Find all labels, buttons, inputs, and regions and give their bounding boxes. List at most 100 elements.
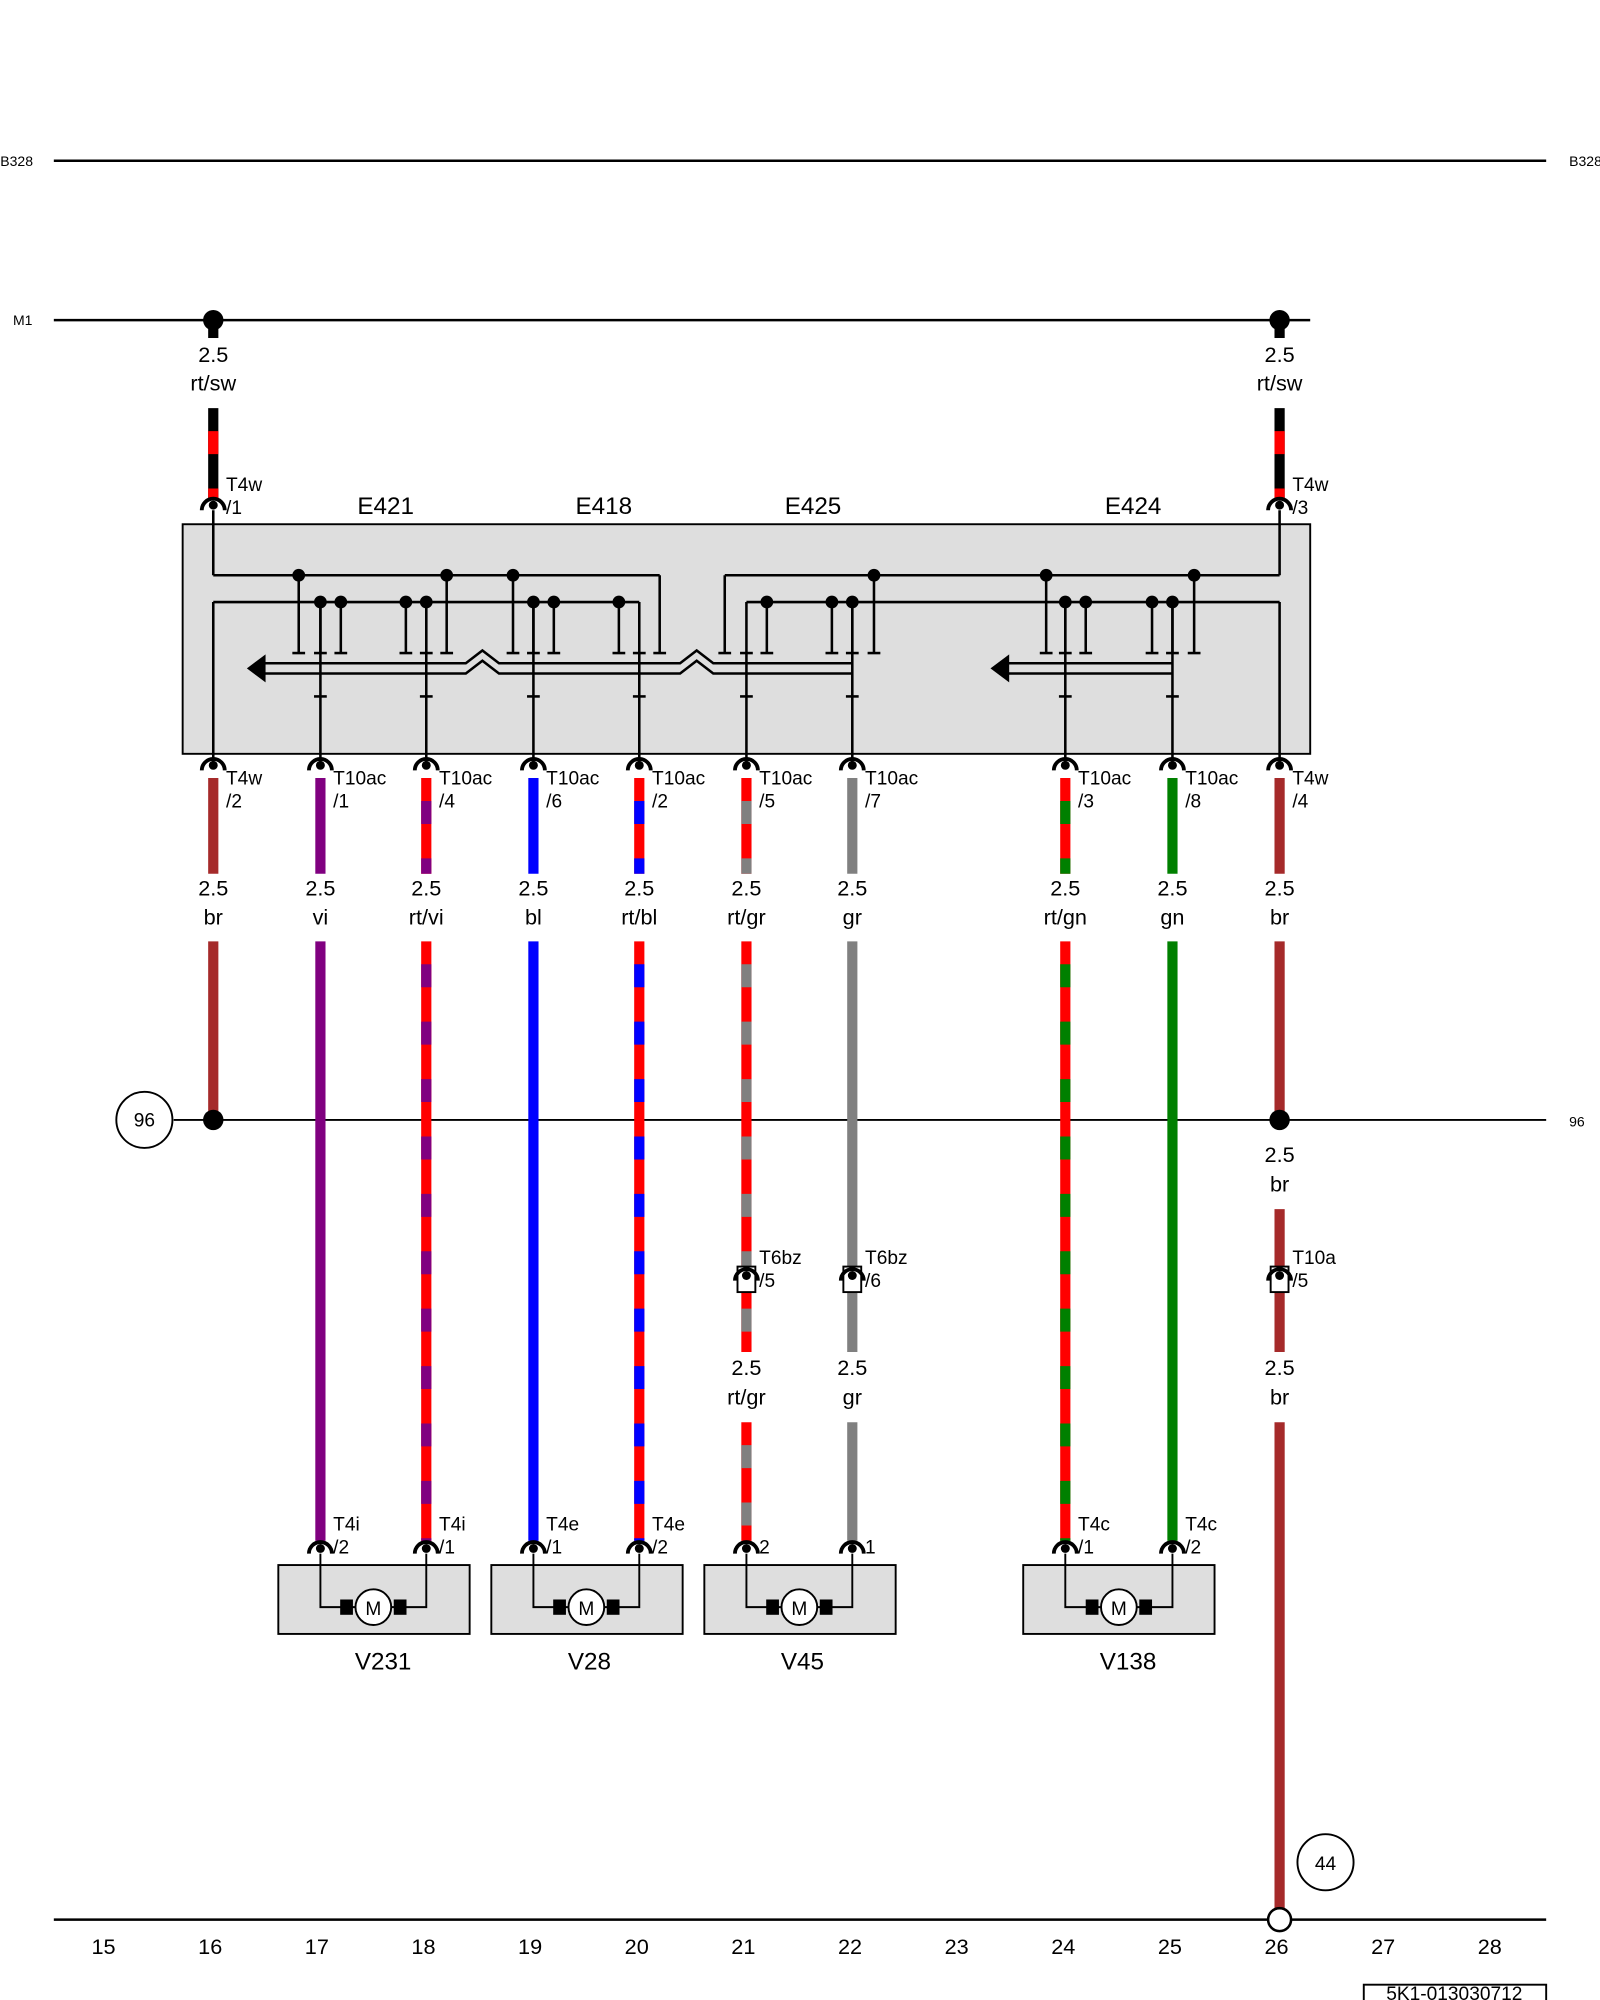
connector-label: T10ac: [1185, 768, 1239, 789]
connector-pin-label: /8: [1185, 791, 1201, 812]
connector-pin-label: /1: [1078, 1538, 1094, 1559]
connector-pin-icon: [1051, 1540, 1079, 1554]
wire-color-label: gr: [843, 905, 862, 930]
connector-pin-icon-dot: [421, 1544, 431, 1553]
wire-size-label: 2.5: [1157, 875, 1187, 900]
ref-circle-44: [1296, 1833, 1355, 1892]
connector-pin-label: /6: [546, 791, 562, 812]
junction-dot: [203, 1109, 224, 1131]
component-label-e421: E421: [357, 493, 414, 520]
connector-pin-icon: [1266, 496, 1293, 511]
wire-size-label: 2.5: [411, 875, 441, 900]
connector-label: T4c: [1185, 1515, 1217, 1536]
connector-pin-icon: [412, 757, 440, 771]
connector-pin-icon-dot: [528, 1544, 538, 1553]
bus-node: [506, 568, 520, 582]
connector-pin-label: /5: [1292, 1271, 1308, 1292]
connector-pin-label: /3: [1078, 791, 1094, 812]
connector-label: T4w: [226, 768, 262, 789]
rail-m1-label: M1: [13, 312, 33, 328]
connector-pin-label: /3: [1292, 498, 1308, 519]
connector-pin-label: /1: [439, 1538, 455, 1559]
wire-size-label: 2.5: [198, 875, 228, 900]
connector-label: T4w: [1292, 768, 1328, 789]
wire-color-label: rt/vi: [409, 905, 444, 930]
actuator-arrow-icon: [990, 654, 1010, 683]
connector-pin-label: /6: [865, 1271, 881, 1292]
grid-number: 16: [198, 1934, 222, 1959]
motor-name: V138: [1100, 1649, 1157, 1676]
bus-node: [1187, 568, 1201, 582]
motor-symbol: M: [365, 1599, 381, 1620]
connector-label: T10ac: [546, 768, 600, 789]
connector-label: T6bz: [865, 1248, 908, 1269]
connector-label: T10ac: [652, 768, 706, 789]
wire-color-label: rt/gr: [727, 1384, 766, 1409]
connector-pin-icon-dot: [1275, 760, 1285, 770]
connector-pin-icon: [199, 496, 227, 511]
wire-size-label: 2.5: [837, 875, 867, 900]
motor-icon: [354, 1588, 393, 1626]
connector-label: T4w: [1292, 475, 1328, 496]
connector-label: T6bz: [759, 1248, 802, 1269]
connector-pin-label: /2: [652, 1538, 668, 1559]
connector-pin-icon-dot: [1167, 760, 1177, 770]
m1-junction-stem: [1274, 320, 1285, 339]
connector-pin-label: /2: [333, 1538, 349, 1559]
grid-number: 24: [1051, 1934, 1075, 1959]
motor-brush-icon: [553, 1599, 566, 1615]
motor-brush-icon: [1085, 1599, 1099, 1615]
connector-pin-icon: [1051, 757, 1079, 771]
wire-color-label: br: [1270, 1384, 1289, 1409]
connector-pin-icon: [838, 1267, 866, 1281]
connector-pin-label: /2: [226, 791, 242, 812]
connector-label: T10a: [1292, 1248, 1336, 1269]
connector-pin-icon: [733, 757, 760, 771]
grid-number: 28: [1478, 1934, 1502, 1959]
ref-44-label: 44: [1315, 1854, 1337, 1875]
connector-pin-label: /5: [759, 791, 775, 812]
bus-node: [440, 568, 454, 582]
grid-number: 15: [92, 1934, 116, 1959]
connector-pin-label: /4: [439, 791, 455, 812]
motor-brush-icon: [606, 1599, 620, 1615]
connector-pin-icon-dot: [1275, 1271, 1285, 1280]
connector-pin-label: /1: [546, 1538, 562, 1559]
connector-pin-icon: [625, 1540, 653, 1554]
connector-pin-label: /2: [652, 791, 668, 812]
bus-node: [334, 595, 348, 609]
connector-pin-icon-dot: [847, 1544, 857, 1553]
connector-pin-icon-dot: [208, 760, 218, 770]
connector-pin-icon-dot: [847, 1271, 857, 1280]
connector-pin-icon: [733, 1540, 760, 1554]
connector-pin-label: /1: [226, 498, 242, 519]
grid-number: 17: [305, 1934, 329, 1959]
connector-pin-icon-dot: [1060, 760, 1070, 770]
motor-symbol: M: [578, 1599, 594, 1620]
connector-pin-label: 2: [759, 1538, 770, 1559]
wire-color-label: vi: [313, 905, 329, 930]
wire-size-label: 2.5: [1265, 342, 1295, 367]
connector-pin-icon: [520, 757, 547, 771]
wire-color-label: rt/gn: [1044, 905, 1087, 930]
bus-node: [1039, 568, 1053, 582]
connector-label: T10ac: [1078, 768, 1132, 789]
actuator-arrow-icon: [246, 654, 266, 683]
bus-node: [399, 595, 413, 609]
connector-pin-icon: [733, 1267, 760, 1281]
connector-pin-icon: [307, 1540, 334, 1554]
motor-name: V45: [781, 1649, 824, 1676]
wire-size-label: 2.5: [1050, 875, 1080, 900]
connector-pin-icon-dot: [741, 1544, 751, 1553]
bus-node: [867, 568, 881, 582]
bus-node: [612, 595, 626, 609]
ref-circle-96: [115, 1090, 174, 1149]
grid-number: 22: [838, 1934, 862, 1959]
wire-size-label: 2.5: [198, 342, 228, 367]
bus-node: [1079, 595, 1093, 609]
motor-name: V231: [355, 1649, 412, 1676]
connector-pin-icon-dot: [208, 500, 218, 510]
connector-pin-icon-dot: [847, 760, 857, 770]
component-label-e425: E425: [785, 493, 842, 520]
connector-label: T4c: [1078, 1515, 1110, 1536]
